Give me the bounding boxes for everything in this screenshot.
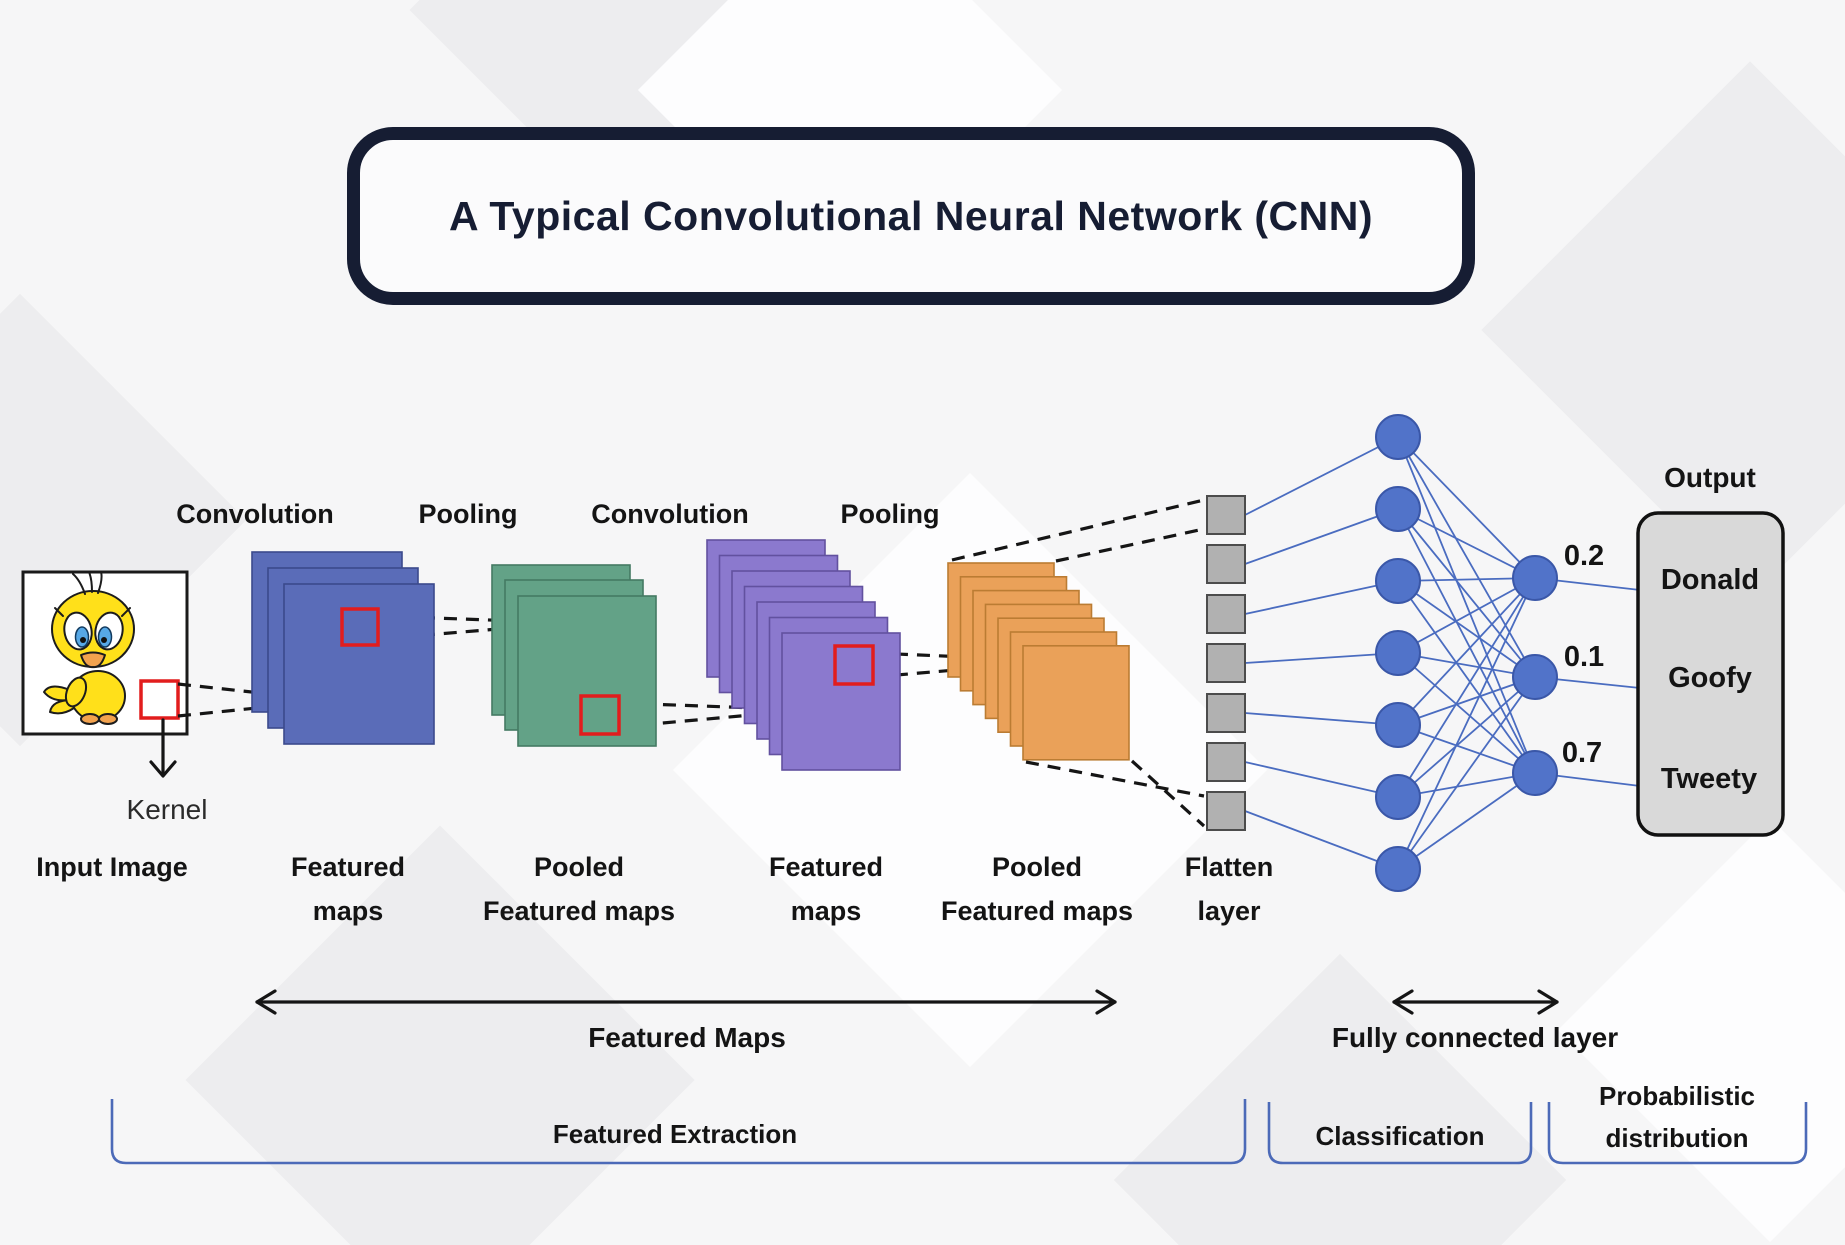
featured-maps-1-label: Featured maps — [290, 852, 406, 926]
stage-label-pooling-1: Pooling — [418, 499, 518, 529]
featured-extraction-bracket — [110, 1099, 1247, 1165]
probabilistic-distribution-label: Probabilistic distribution — [1598, 1081, 1756, 1153]
stage-label-convolution-2: Convolution — [591, 499, 749, 529]
output-label: Output — [1664, 462, 1756, 493]
kernel-arrow — [149, 718, 177, 778]
probability-goofy: 0.1 — [1563, 641, 1605, 673]
flatten-to-hidden-connections — [1244, 436, 1399, 870]
featured-maps-2-label: Featured maps — [768, 852, 884, 926]
input-image — [21, 570, 189, 736]
pooled-featured-maps-1-label: Pooled Featured maps — [482, 852, 676, 926]
probability-donald: 0.2 — [1563, 540, 1605, 572]
kernel-window — [833, 644, 875, 686]
classification-bracket — [1267, 1102, 1533, 1165]
output-class-box — [1636, 511, 1785, 837]
featured-maps-span-arrow — [255, 989, 1117, 1015]
conv1-featured-maps-stack — [251, 551, 435, 745]
featured-extraction-label: Featured Extraction — [552, 1119, 798, 1149]
kernel-window — [579, 694, 621, 736]
class-label-goofy: Goofy — [1668, 662, 1752, 694]
conv2-featured-maps-stack — [706, 539, 901, 771]
fully-connected-span-arrow — [1392, 989, 1559, 1015]
classification-label: Classification — [1315, 1121, 1485, 1151]
output-layer-neurons — [1512, 555, 1558, 796]
stage-label-pooling-2: Pooling — [840, 499, 940, 529]
tweety-bird-illustration — [43, 573, 135, 725]
dashed-link-pool2-to-flatten — [951, 498, 1206, 828]
featured-maps-span-label: Featured Maps — [588, 1022, 786, 1053]
probabilistic-distribution-bracket — [1547, 1102, 1808, 1165]
pool2-featured-maps-stack — [947, 562, 1130, 761]
input-image-label: Input Image — [36, 852, 188, 882]
flatten-layer — [1206, 495, 1246, 831]
probability-tweety: 0.7 — [1561, 737, 1603, 769]
pool1-featured-maps-stack — [491, 564, 657, 747]
page-title: A Typical Convolutional Neural Network (… — [448, 192, 1374, 239]
kernel-window — [340, 607, 380, 647]
hidden-layer-neurons — [1375, 414, 1421, 892]
fully-connected-span-label: Fully connected layer — [1331, 1022, 1619, 1053]
kernel-label: Kernel — [126, 794, 208, 825]
stage-label-convolution-1: Convolution — [176, 499, 334, 529]
flatten-layer-label: Flatten layer — [1184, 852, 1274, 926]
kernel-window — [139, 679, 180, 720]
class-label-donald: Donald — [1660, 564, 1760, 596]
pooled-featured-maps-2-label: Pooled Featured maps — [940, 852, 1134, 926]
title-box: A Typical Convolutional Neural Network (… — [347, 127, 1475, 305]
class-label-tweety: Tweety — [1660, 763, 1758, 795]
hidden-to-output-connections — [1397, 436, 1536, 870]
